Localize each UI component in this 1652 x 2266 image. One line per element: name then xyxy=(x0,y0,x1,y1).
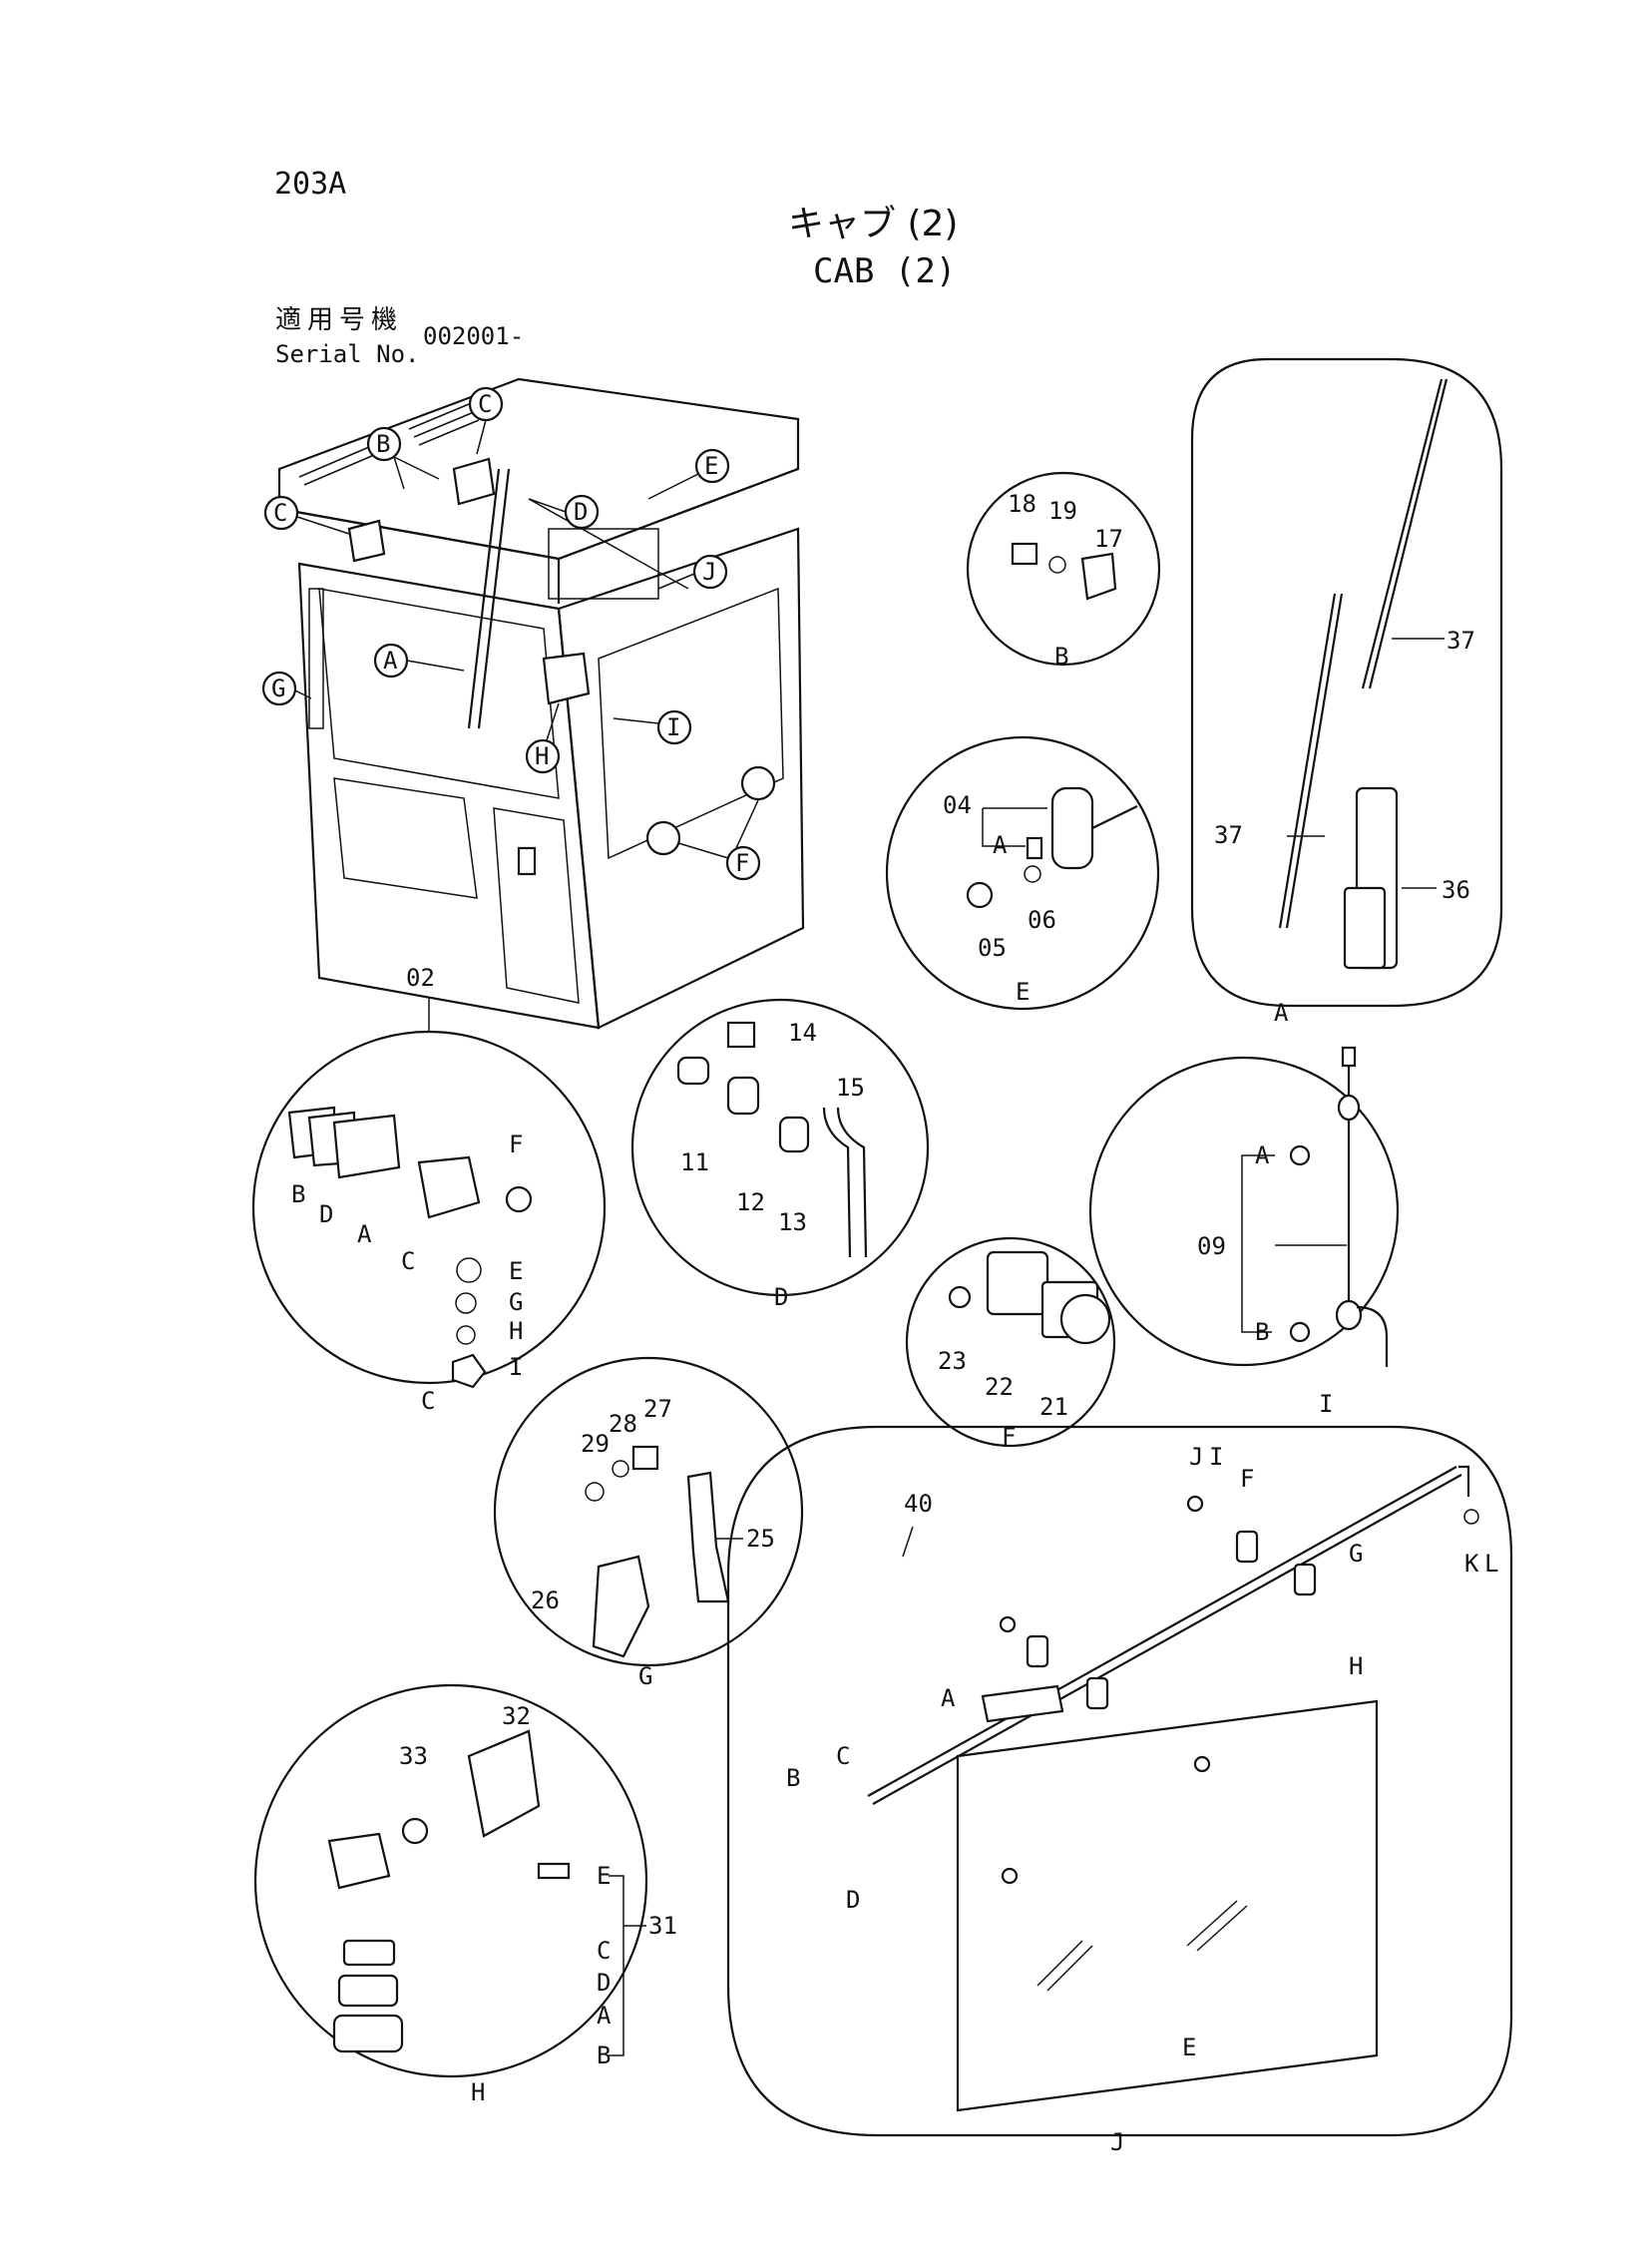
detail-H-label: H xyxy=(471,2078,485,2106)
detail-I-label: I xyxy=(1319,1390,1333,1418)
svg-text:G: G xyxy=(1349,1540,1363,1568)
detail-C-label: C xyxy=(421,1387,435,1415)
callout-H: H xyxy=(535,742,549,770)
svg-text:L: L xyxy=(1484,1550,1498,1578)
svg-text:32: 32 xyxy=(502,1702,531,1730)
svg-text:J: J xyxy=(1189,1443,1203,1471)
detail-F: 23 22 21 F xyxy=(905,1236,1116,1451)
svg-text:F: F xyxy=(1240,1465,1254,1493)
svg-text:28: 28 xyxy=(609,1410,637,1438)
detail-E: 04 A 05 06 E xyxy=(885,735,1160,1011)
callout-G: G xyxy=(271,675,285,702)
svg-text:B: B xyxy=(291,1180,305,1208)
detail-G: 29 28 27 25 26 G xyxy=(493,1356,804,1690)
svg-text:I: I xyxy=(1209,1443,1223,1471)
svg-text:B: B xyxy=(597,2041,611,2069)
detail-H: 33 32 31 E C D A B H xyxy=(253,1683,677,2106)
callout-J: J xyxy=(702,558,716,586)
detail-I-assembly: 09 xyxy=(1197,1232,1226,1260)
svg-text:F: F xyxy=(509,1131,523,1158)
svg-text:23: 23 xyxy=(938,1347,967,1375)
svg-text:12: 12 xyxy=(736,1188,765,1216)
svg-text:11: 11 xyxy=(680,1148,709,1176)
detail-D-label: D xyxy=(774,1283,788,1311)
detail-I: A 09 B I xyxy=(1088,1046,1400,1418)
detail-F-label: F xyxy=(1002,1423,1016,1451)
main-callouts: A B C C D E F G H I J xyxy=(261,386,761,881)
svg-text:A: A xyxy=(941,1684,956,1712)
detail-C: 02 B D A C F E G H I C xyxy=(251,964,607,1415)
svg-text:29: 29 xyxy=(581,1430,610,1458)
detail-J: 40 J I F G H K L A B C D E J xyxy=(726,1425,1513,2156)
svg-text:04: 04 xyxy=(943,791,972,819)
svg-text:C: C xyxy=(401,1247,415,1275)
svg-text:H: H xyxy=(509,1317,523,1345)
svg-text:B: B xyxy=(1255,1318,1269,1346)
detail-D: 14 11 12 13 15 D xyxy=(630,998,930,1311)
callout-E: E xyxy=(704,452,718,480)
svg-text:G: G xyxy=(509,1288,523,1316)
svg-text:13: 13 xyxy=(778,1208,807,1236)
svg-text:19: 19 xyxy=(1048,497,1077,525)
cab-main-view xyxy=(277,377,805,1030)
svg-text:14: 14 xyxy=(788,1019,817,1047)
detail-B: 18 19 17 B xyxy=(966,471,1161,671)
callout-F: F xyxy=(735,849,749,877)
detail-A-label: A xyxy=(1274,999,1289,1027)
svg-text:D: D xyxy=(846,1886,860,1914)
svg-text:17: 17 xyxy=(1094,525,1123,553)
title-english: CAB (2) xyxy=(813,251,957,291)
title-japanese: キャブ (2) xyxy=(788,204,959,244)
svg-text:A: A xyxy=(597,2002,612,2030)
detail-E-label: E xyxy=(1016,978,1030,1006)
svg-text:I: I xyxy=(509,1353,523,1381)
svg-text:E: E xyxy=(509,1257,523,1285)
svg-text:06: 06 xyxy=(1028,906,1056,934)
svg-text:33: 33 xyxy=(399,1742,428,1770)
svg-text:27: 27 xyxy=(643,1395,672,1423)
svg-text:05: 05 xyxy=(978,934,1007,962)
detail-C-assembly: 02 xyxy=(406,964,435,992)
detail-A: 37 37 36 A xyxy=(1190,357,1503,1027)
svg-text:15: 15 xyxy=(836,1074,865,1102)
svg-text:25: 25 xyxy=(746,1525,775,1553)
svg-text:E: E xyxy=(597,1862,611,1890)
callout-D: D xyxy=(574,498,588,526)
callout-B: B xyxy=(376,430,390,458)
svg-text:36: 36 xyxy=(1442,876,1470,904)
svg-text:E: E xyxy=(1182,2034,1196,2061)
svg-text:B: B xyxy=(786,1764,800,1792)
svg-text:D: D xyxy=(597,1969,611,1997)
svg-text:D: D xyxy=(319,1200,333,1228)
svg-text:37: 37 xyxy=(1214,821,1243,849)
detail-J-label: J xyxy=(1110,2128,1124,2156)
svg-text:37: 37 xyxy=(1446,627,1475,655)
svg-text:A: A xyxy=(1255,1141,1270,1169)
callout-A: A xyxy=(383,647,398,675)
callout-I: I xyxy=(666,713,680,741)
detail-B-label: B xyxy=(1054,643,1068,671)
svg-text:C: C xyxy=(836,1742,850,1770)
svg-text:A: A xyxy=(993,831,1008,859)
svg-text:C: C xyxy=(597,1937,611,1965)
serial-label-japanese: 適用号機 xyxy=(275,305,404,335)
serial-number-value: 002001- xyxy=(423,322,525,350)
detail-J-assembly: 40 xyxy=(904,1490,933,1518)
svg-text:K: K xyxy=(1464,1550,1479,1578)
page-code: 203A xyxy=(274,167,347,202)
svg-text:26: 26 xyxy=(531,1586,560,1614)
svg-text:22: 22 xyxy=(985,1373,1014,1401)
svg-text:31: 31 xyxy=(648,1912,677,1940)
callout-C-top: C xyxy=(478,390,492,418)
svg-text:18: 18 xyxy=(1008,490,1036,518)
detail-G-label: G xyxy=(638,1662,652,1690)
callout-C-left: C xyxy=(273,499,287,527)
svg-text:A: A xyxy=(357,1220,372,1248)
serial-label-english: Serial No. xyxy=(275,340,420,368)
svg-text:H: H xyxy=(1349,1652,1363,1680)
svg-text:21: 21 xyxy=(1039,1393,1068,1421)
